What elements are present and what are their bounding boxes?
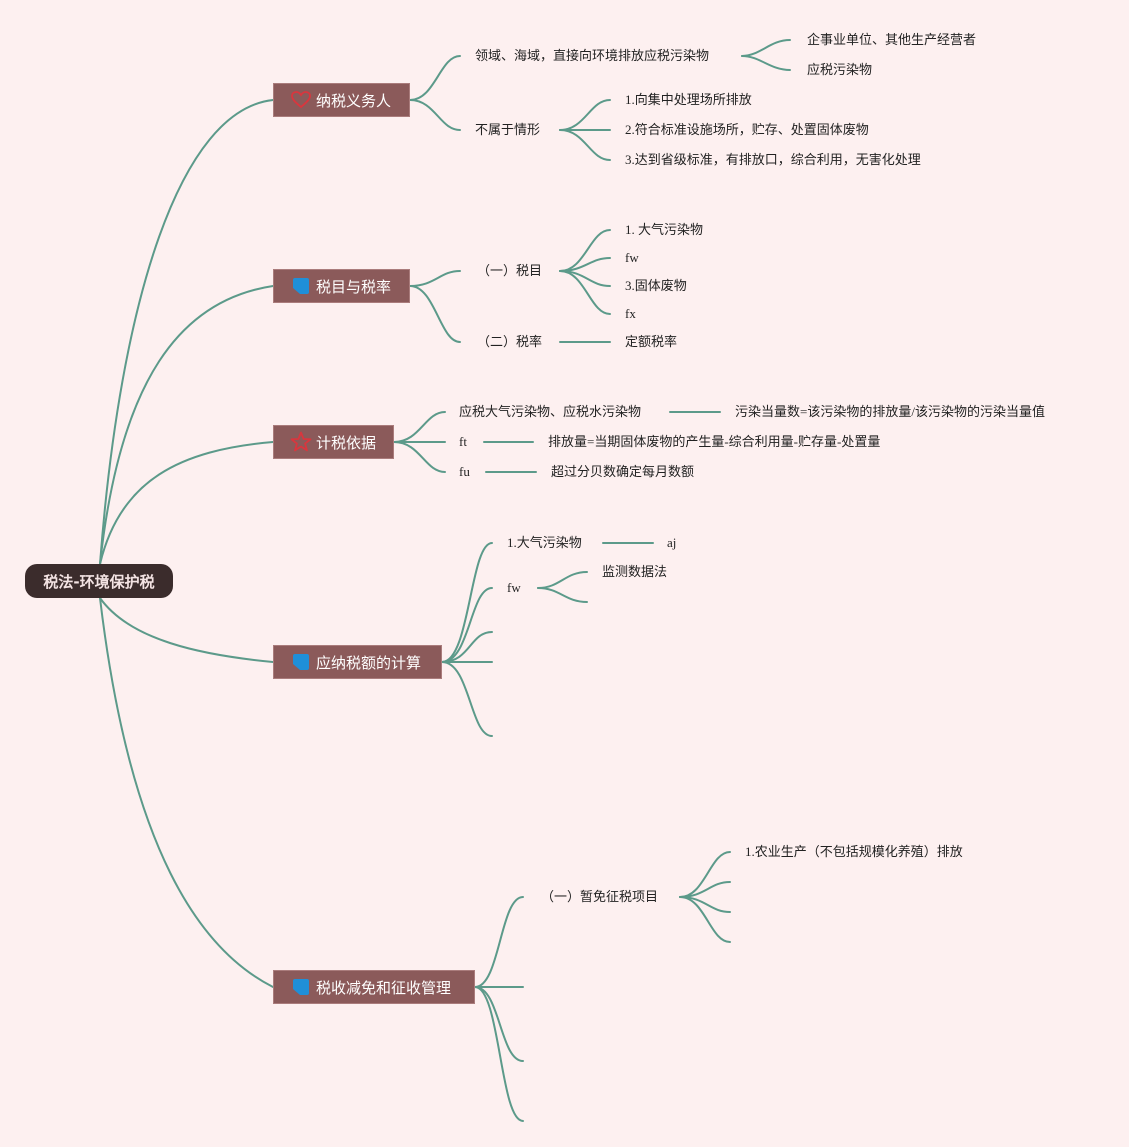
basis-node[interactable]: fu [459,464,470,479]
topic-taxpayer[interactable]: 纳税义务人 [273,83,410,117]
basis-node[interactable]: 应税大气污染物、应税水污染物 [459,404,642,419]
flag-icon [290,651,312,673]
tax-item-child[interactable]: fw [625,250,639,265]
basis-detail[interactable]: 污染当量数=该污染物的排放量/该污染物的污染当量值 [735,404,1045,419]
taxpayer-exclusion-child[interactable]: 2.符合标准设施场所，贮存、处置固体废物 [625,122,869,137]
basis-detail[interactable]: 排放量=当期固体废物的产生量-综合利用量-贮存量-处置量 [548,434,881,449]
topic-relief[interactable]: 税收减免和征收管理 [273,970,475,1004]
relief-node[interactable]: （一）暂免征税项目 [541,889,659,904]
topic-label: 税目与税率 [316,277,392,296]
tax-rates-node[interactable]: （二）税率 [477,334,543,349]
basis-node[interactable]: ft [459,434,467,449]
calc-node[interactable]: 1.大气污染物 [507,535,582,550]
tax-item-child[interactable]: 1. 大气污染物 [625,222,704,237]
tax-item-child[interactable]: 3.固体废物 [625,278,687,293]
calc-child[interactable]: 监测数据法 [602,564,668,579]
calc-child[interactable]: aj [667,535,677,550]
star-icon [290,431,312,453]
tax-items-node[interactable]: （一）税目 [477,263,543,278]
taxpayer-exclusion-child[interactable]: 3.达到省级标准，有排放口，综合利用，无害化处理 [625,152,921,167]
heart-icon [290,89,312,111]
relief-child[interactable]: 1.农业生产（不包括规模化养殖）排放 [745,844,963,859]
topic-calculation[interactable]: 应纳税额的计算 [273,645,442,679]
topic-items-rates[interactable]: 税目与税率 [273,269,410,303]
topic-label: 应纳税额的计算 [316,653,422,672]
topic-label: 税收减免和征收管理 [316,978,452,997]
taxpayer-exclusion-node[interactable]: 不属于情形 [475,122,541,137]
tax-rates-child[interactable]: 定额税率 [625,334,678,349]
root-node[interactable]: 税法-环境保护税 [25,564,173,598]
topic-label: 纳税义务人 [316,91,392,110]
calc-node[interactable]: fw [507,580,521,595]
basis-detail[interactable]: 超过分贝数确定每月数额 [551,464,695,479]
flag-icon [290,275,312,297]
tax-item-child[interactable]: fx [625,306,636,321]
taxpayer-scope-node[interactable]: 领域、海域，直接向环境排放应税污染物 [475,48,710,63]
topic-label: 计税依据 [316,433,377,452]
topic-basis[interactable]: 计税依据 [273,425,394,459]
taxpayer-scope-child[interactable]: 企事业单位、其他生产经营者 [807,32,977,47]
taxpayer-scope-child[interactable]: 应税污染物 [807,62,873,77]
taxpayer-exclusion-child[interactable]: 1.向集中处理场所排放 [625,92,752,107]
root-label: 税法-环境保护税 [43,572,155,591]
flag-icon [290,976,312,998]
